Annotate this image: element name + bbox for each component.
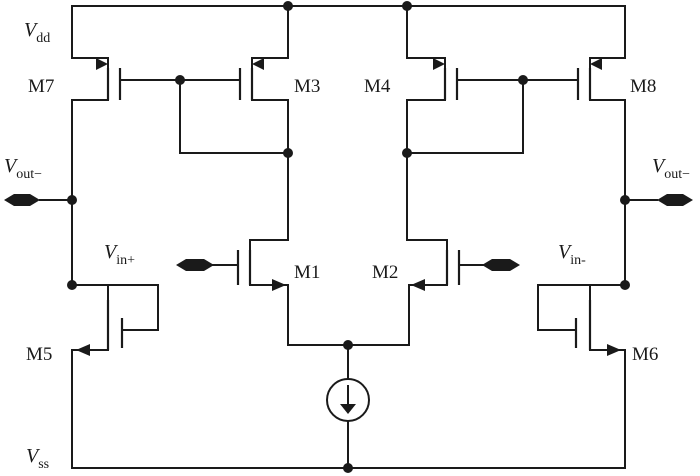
transistor-m2 <box>406 152 491 346</box>
junction-dots <box>67 1 630 473</box>
m1-source-arrow <box>272 279 286 291</box>
m5-label: M5 <box>26 344 52 365</box>
m7-label: M7 <box>28 76 54 97</box>
m7-source-arrow <box>96 58 108 70</box>
transistor-m6 <box>537 199 626 469</box>
vss-label: Vss <box>26 445 49 472</box>
vout-right-terminal <box>624 194 693 206</box>
vin-minus-label: Vin- <box>558 241 586 268</box>
transistor-m3 <box>238 5 289 154</box>
vout-right-label: Vout− <box>652 155 690 182</box>
left-gate-net <box>119 79 289 154</box>
m5-source-arrow <box>76 344 90 356</box>
m3-label: M3 <box>294 76 320 97</box>
m2-source-arrow <box>411 279 425 291</box>
transistor-m4 <box>406 5 459 154</box>
m2-gate-terminal <box>482 259 520 271</box>
current-source <box>326 378 370 469</box>
m6-label: M6 <box>632 344 658 365</box>
m4-source-arrow <box>433 58 445 70</box>
m6-source-arrow <box>607 344 621 356</box>
m2-label: M2 <box>372 262 398 283</box>
m1-gate-terminal <box>176 259 214 271</box>
m8-source-arrow <box>590 58 602 70</box>
vout-left-label: Vout− <box>4 155 42 182</box>
m4-label: M4 <box>364 76 391 97</box>
transistor-m8 <box>576 57 626 201</box>
m8-label: M8 <box>630 76 656 97</box>
m3-source-arrow <box>252 58 264 70</box>
transistor-m1 <box>203 152 289 346</box>
m1-label: M1 <box>294 262 320 283</box>
right-gate-net <box>406 79 579 154</box>
vout-left-terminal <box>4 194 73 206</box>
vdd-label: Vdd <box>24 19 50 46</box>
current-source-arrow <box>340 404 356 414</box>
transistor-m7 <box>71 57 122 201</box>
transistor-m5 <box>71 199 159 469</box>
vin-plus-label: Vin+ <box>104 241 135 268</box>
vdd-rail <box>71 5 626 59</box>
